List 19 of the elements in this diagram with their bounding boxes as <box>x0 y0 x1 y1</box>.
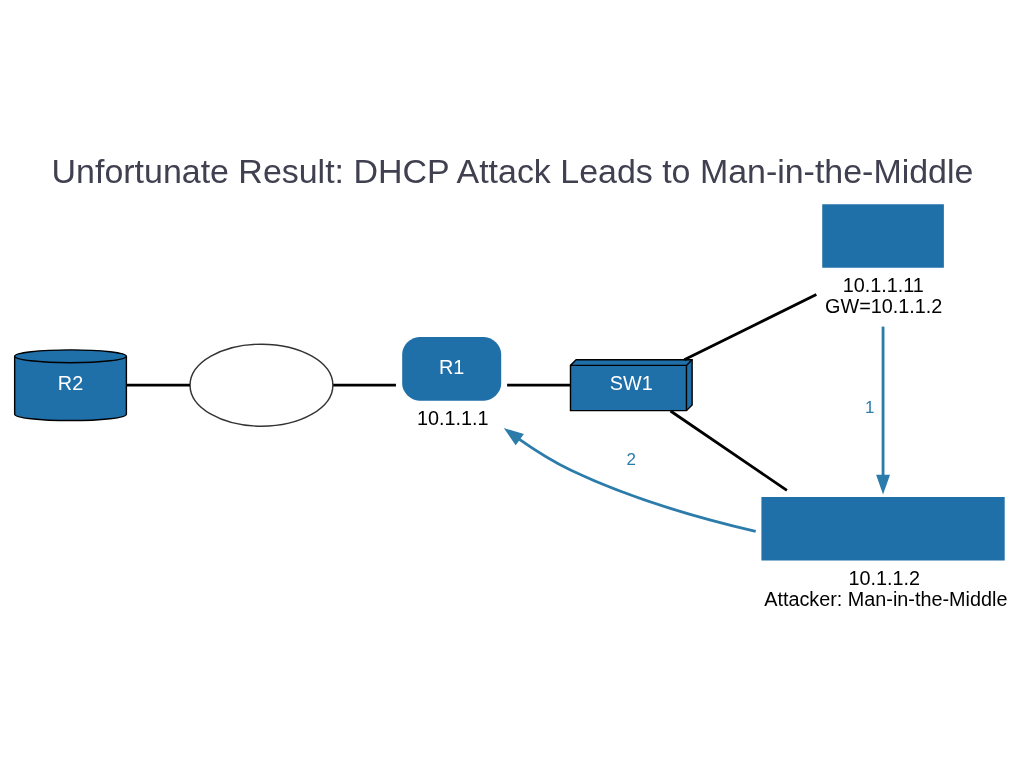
connector <box>683 292 817 361</box>
connector <box>126 383 190 387</box>
node-computer <box>821 203 944 268</box>
edge-label: 1 <box>864 397 874 417</box>
node-label: Attacker: Man-in-the-Middle <box>763 587 1007 610</box>
node-cloud <box>188 343 334 427</box>
node-label: 10.1.1.11 <box>842 273 924 296</box>
node-server <box>760 496 1005 561</box>
node-label: 10.1.1.2 <box>847 566 920 589</box>
diagram-title: Unfortunate Result: DHCP Attack Leads to Man-in-the-Middle <box>51 151 973 190</box>
connector <box>506 383 570 387</box>
connector <box>669 409 788 491</box>
arrow <box>503 427 756 533</box>
node-label: GW=10.1.1.2 <box>824 294 942 317</box>
edge-label: 2 <box>626 449 636 469</box>
arrow <box>875 326 890 495</box>
node-label: 10.1.1.1 <box>416 406 489 429</box>
connector <box>332 383 396 387</box>
node-box: R1 <box>401 336 501 401</box>
